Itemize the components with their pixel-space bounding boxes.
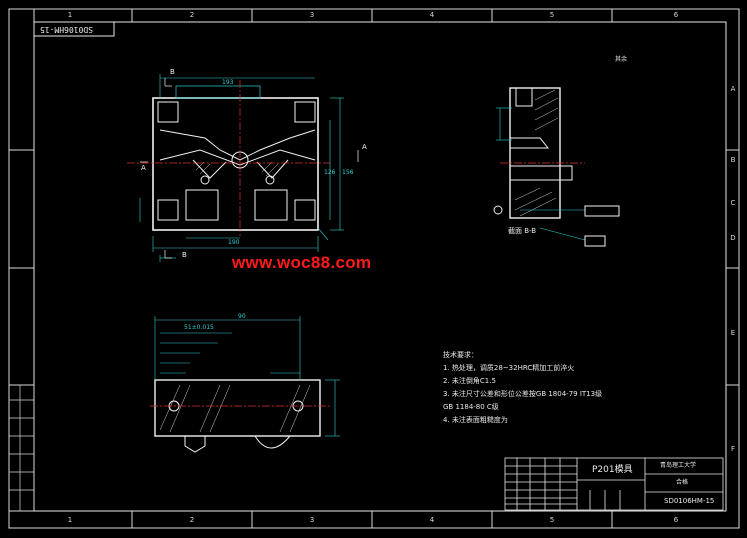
zone-top-6: 6 — [673, 11, 679, 19]
zone-right-d: D — [730, 234, 736, 242]
zone-right-a: A — [730, 85, 736, 93]
record-table — [8, 384, 35, 512]
svg-text:A: A — [141, 164, 146, 172]
zone-top-1: 1 — [67, 11, 73, 19]
zone-top-3: 3 — [309, 11, 315, 19]
zone-bottom-4: 4 — [429, 516, 435, 524]
zone-bottom-2: 2 — [189, 516, 195, 524]
zone-bottom-3: 3 — [309, 516, 315, 524]
zone-bottom-5: 5 — [549, 516, 555, 524]
dim-bottom-width: 90 — [238, 313, 246, 320]
outer-frame — [8, 8, 740, 529]
tech-item: 4. 未注表面粗糙度为 — [443, 416, 508, 424]
inner-frame — [33, 21, 727, 512]
zone-top-2: 2 — [189, 11, 195, 19]
svg-text:B: B — [170, 68, 175, 76]
title-part-name: P201模具 — [592, 465, 633, 475]
watermark: www.woc88.com — [232, 253, 372, 272]
main-view — [127, 74, 359, 262]
zone-bottom-1: 1 — [67, 516, 73, 524]
zone-top-4: 4 — [429, 11, 435, 19]
bottom-view — [150, 316, 340, 453]
drawing-number-rotated: SD0106HM-15 — [40, 25, 93, 34]
svg-text:B: B — [182, 251, 187, 259]
tech-heading: 技术要求： — [443, 351, 478, 359]
tech-item: 3. 未注尺寸公差和形位公差按GB 1804-79 IT13级 — [443, 390, 603, 398]
tech-item: GB 1184-80 C级 — [443, 403, 499, 411]
zone-right-f: F — [730, 445, 736, 453]
tech-requirements: 技术要求： 1. 热处理，调质28~32HRC精加工前淬火 2. 未注倒角C1.… — [443, 352, 602, 424]
title-block — [504, 457, 724, 511]
dim-overall: 190 — [228, 239, 240, 246]
zone-right-e: E — [730, 329, 736, 337]
tech-item: 1. 热处理，调质28~32HRC精加工前淬火 — [443, 364, 575, 372]
section-view-bb — [493, 87, 620, 247]
title-number: SD0106HM-15 — [664, 497, 715, 505]
tech-item: 2. 未注倒角C1.5 — [443, 377, 496, 385]
dim-height: 156 — [342, 169, 354, 176]
zone-ticks — [9, 9, 739, 528]
dim-bottom-tol: 51±0.015 — [184, 324, 214, 331]
dim-inner: 126 — [324, 169, 336, 176]
drawing-number-box — [33, 21, 115, 37]
section-title: 截面 B-B — [508, 227, 537, 235]
roughness-note: 其余 — [615, 56, 628, 63]
dim-main-width: 193 — [222, 79, 234, 86]
title-material: 合格 — [676, 479, 689, 486]
title-school: 青岛理工大学 — [660, 462, 697, 469]
zone-top-5: 5 — [549, 11, 555, 19]
zone-bottom-6: 6 — [673, 516, 679, 524]
zone-right-b: B — [730, 156, 736, 164]
svg-text:A: A — [362, 143, 367, 151]
zone-right-c: C — [730, 199, 736, 207]
